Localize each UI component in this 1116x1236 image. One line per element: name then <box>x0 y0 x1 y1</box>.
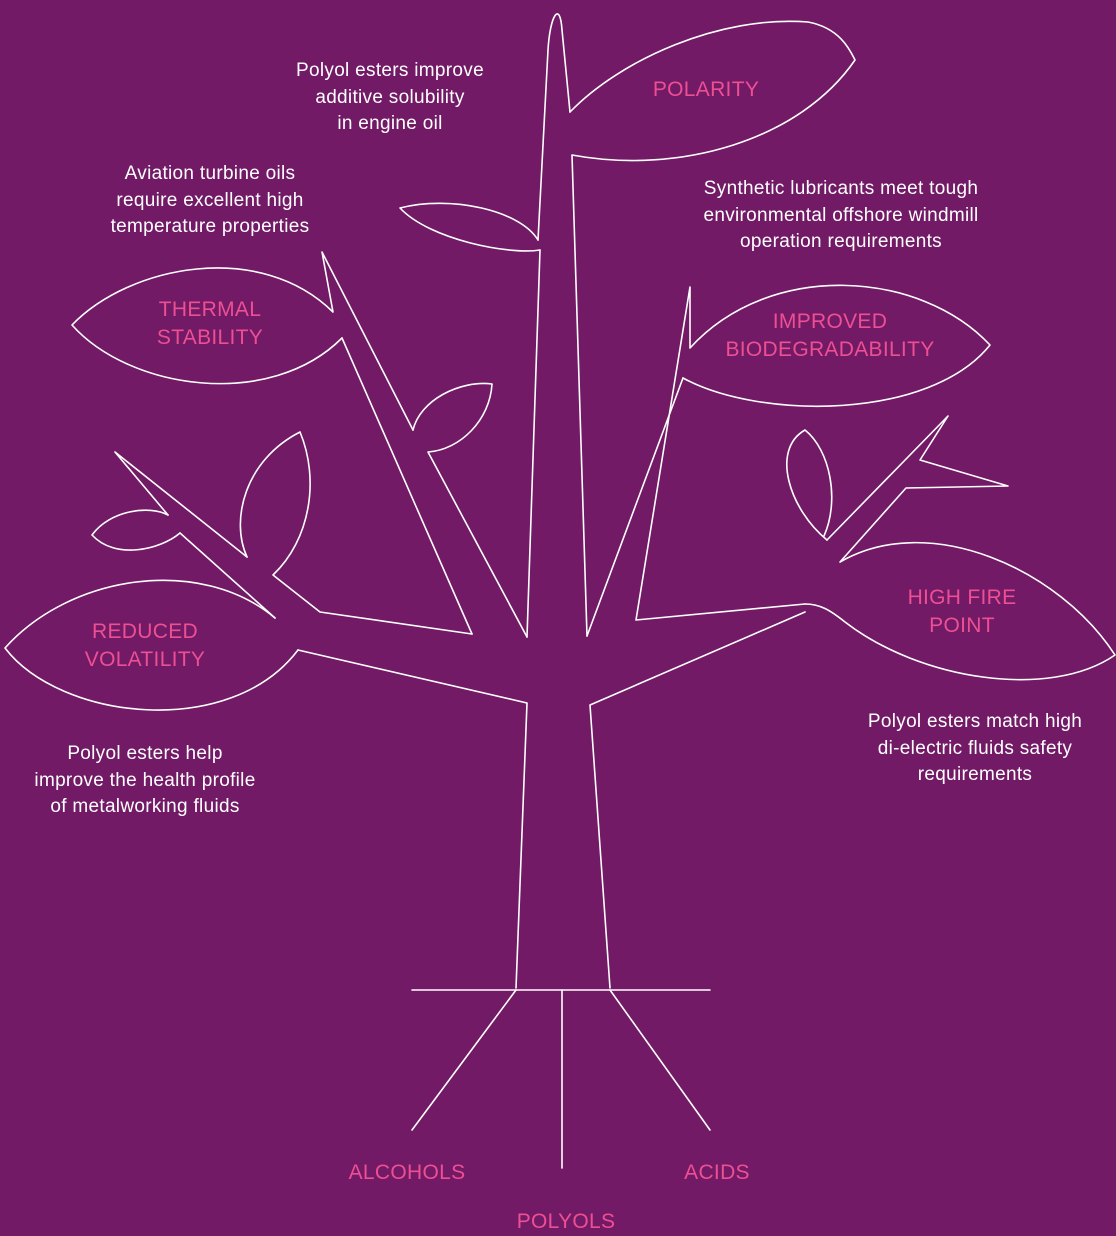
desc-metalworking: Polyol esters help improve the health pr… <box>34 743 256 817</box>
label-reduced-volatility: REDUCED VOLATILITY <box>84 620 206 671</box>
leaf-high-fire-point <box>804 415 1116 681</box>
root-label-acids: ACIDS <box>684 1161 750 1184</box>
small-leaf-right <box>786 429 833 541</box>
label-polarity: POLARITY <box>652 78 760 101</box>
root-acids <box>609 989 711 1131</box>
label-high-fire-point: HIGH FIRE POINT <box>907 586 1017 637</box>
small-leaf-left-b <box>239 431 473 635</box>
small-leaf-left-a <box>91 509 181 551</box>
stem-top <box>537 13 571 241</box>
small-leaf-stem <box>399 202 541 252</box>
small-leaf-center <box>412 382 528 638</box>
stem-center-left <box>526 249 541 638</box>
branch-center-right <box>586 377 684 637</box>
leaf-improved-biodegradability <box>635 284 991 621</box>
twig-left <box>114 451 248 558</box>
root-label-polyols: POLYOLS <box>516 1210 616 1233</box>
label-improved-biodegradability: IMPROVED BIODEGRADABILITY <box>725 310 935 361</box>
desc-windmill: Synthetic lubricants meet tough environm… <box>703 178 979 252</box>
branch-center-left <box>341 337 473 635</box>
desc-dielectric: Polyol esters match high di-electric flu… <box>867 711 1083 785</box>
leaf-thermal-stability <box>71 251 414 431</box>
leaf-reduced-volatility <box>4 579 299 711</box>
branch-lower-left <box>179 532 276 619</box>
trunk-left-edge <box>297 649 528 989</box>
root-label-alcohols: ALCOHOLS <box>348 1161 466 1184</box>
trunk-right-edge <box>589 611 806 989</box>
root-alcohols <box>411 989 517 1131</box>
desc-aviation: Aviation turbine oils require excellent … <box>110 163 310 237</box>
leaf-polarity <box>569 20 856 637</box>
label-thermal-stability: THERMAL STABILITY <box>156 298 264 349</box>
desc-engine-oil: Polyol esters improve additive solubilit… <box>296 60 484 134</box>
